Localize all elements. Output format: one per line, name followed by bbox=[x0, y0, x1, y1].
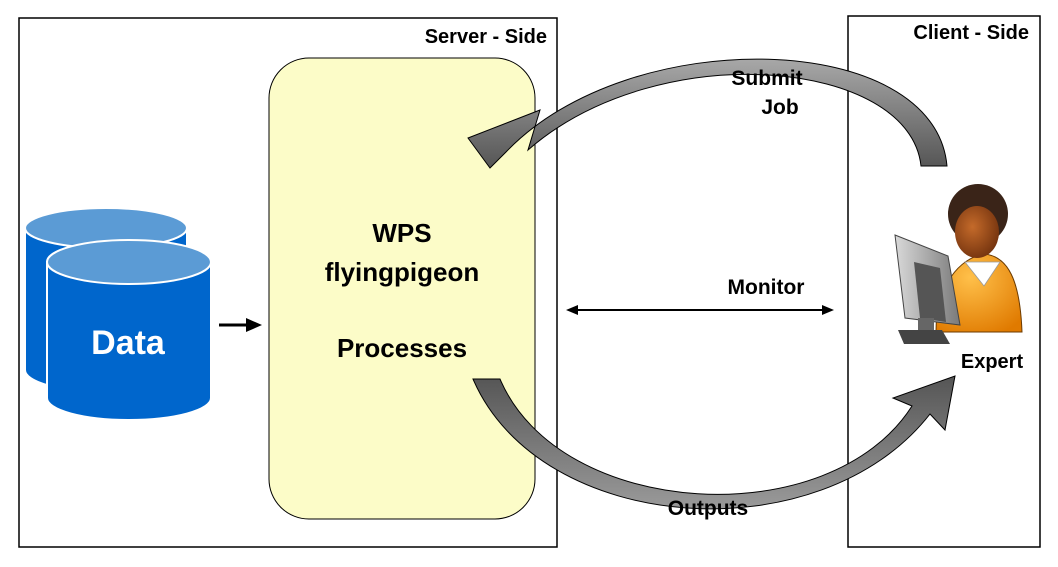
job-label: Job bbox=[761, 96, 798, 119]
monitor-label: Monitor bbox=[728, 276, 805, 299]
expert-label: Expert bbox=[961, 351, 1024, 373]
submit-label: Submit bbox=[731, 67, 802, 90]
wps-process-box: WPS flyingpigeon Processes bbox=[268, 57, 536, 520]
submit-job-arrow: Submit Job bbox=[467, 58, 948, 169]
data-label: Data bbox=[91, 324, 166, 362]
server-side-title: Server - Side bbox=[425, 26, 547, 48]
expert-user-icon: Expert bbox=[894, 184, 1024, 373]
outputs-label: Outputs bbox=[668, 497, 748, 520]
client-side-title: Client - Side bbox=[913, 22, 1029, 44]
monitor-arrow: Monitor bbox=[566, 276, 834, 315]
outputs-arrow: Outputs bbox=[472, 375, 956, 520]
wps-title: WPS bbox=[372, 218, 431, 248]
data-to-wps-arrow bbox=[219, 318, 262, 332]
database-icon: Data bbox=[24, 207, 212, 421]
server-side-panel: Server - Side bbox=[18, 17, 558, 548]
wps-processes-label: Processes bbox=[337, 333, 467, 363]
client-side-panel: Client - Side bbox=[847, 15, 1041, 548]
wps-subtitle: flyingpigeon bbox=[325, 257, 480, 287]
